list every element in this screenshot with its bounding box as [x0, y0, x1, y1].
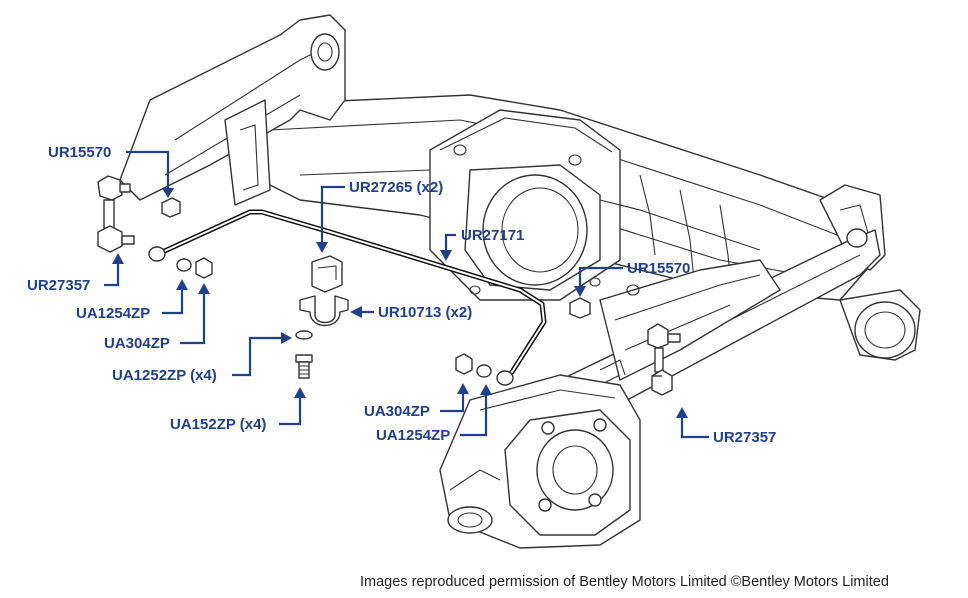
callout-ur15570-left: UR15570: [48, 144, 111, 161]
washer-left: [176, 258, 192, 272]
callout-ua1254zp-right: UA1254ZP: [376, 427, 450, 444]
nut-left: [195, 257, 213, 279]
anti-roll-bar: [148, 209, 547, 386]
callout-ua1252zp: UA1252ZP (x4): [112, 367, 217, 384]
drop-link-right: [647, 323, 681, 396]
callout-ur27357-left: UR27357: [27, 277, 90, 294]
callout-ua152zp: UA152ZP (x4): [170, 416, 266, 433]
callout-ur27265: UR27265 (x2): [349, 179, 443, 196]
callout-ur10713: UR10713 (x2): [378, 304, 472, 321]
clamp-bush: [311, 255, 343, 293]
washer-right: [476, 364, 492, 378]
bush-right: [569, 297, 591, 319]
rear-subframe-drawing: [119, 14, 921, 549]
callout-arrows: [104, 150, 709, 439]
nut-right: [455, 353, 473, 375]
callout-ur15570-right: UR15570: [627, 260, 690, 277]
callout-ur27171: UR27171: [461, 227, 524, 244]
washer-bolt: [295, 330, 313, 340]
bolt: [295, 354, 313, 379]
callout-ua304zp-left: UA304ZP: [104, 335, 170, 352]
bar-end-eye-left: [148, 246, 166, 262]
callout-ur27357-right: UR27357: [713, 429, 776, 446]
bush-left: [161, 197, 181, 218]
mounting-bracket: [299, 295, 349, 327]
copyright-credit: Images reproduced permission of Bentley …: [360, 574, 889, 590]
callout-ua1254zp-left: UA1254ZP: [76, 305, 150, 322]
bar-end-eye-right: [496, 370, 514, 386]
callout-ua304zp-right: UA304ZP: [364, 403, 430, 420]
drop-link-left: [97, 175, 135, 253]
